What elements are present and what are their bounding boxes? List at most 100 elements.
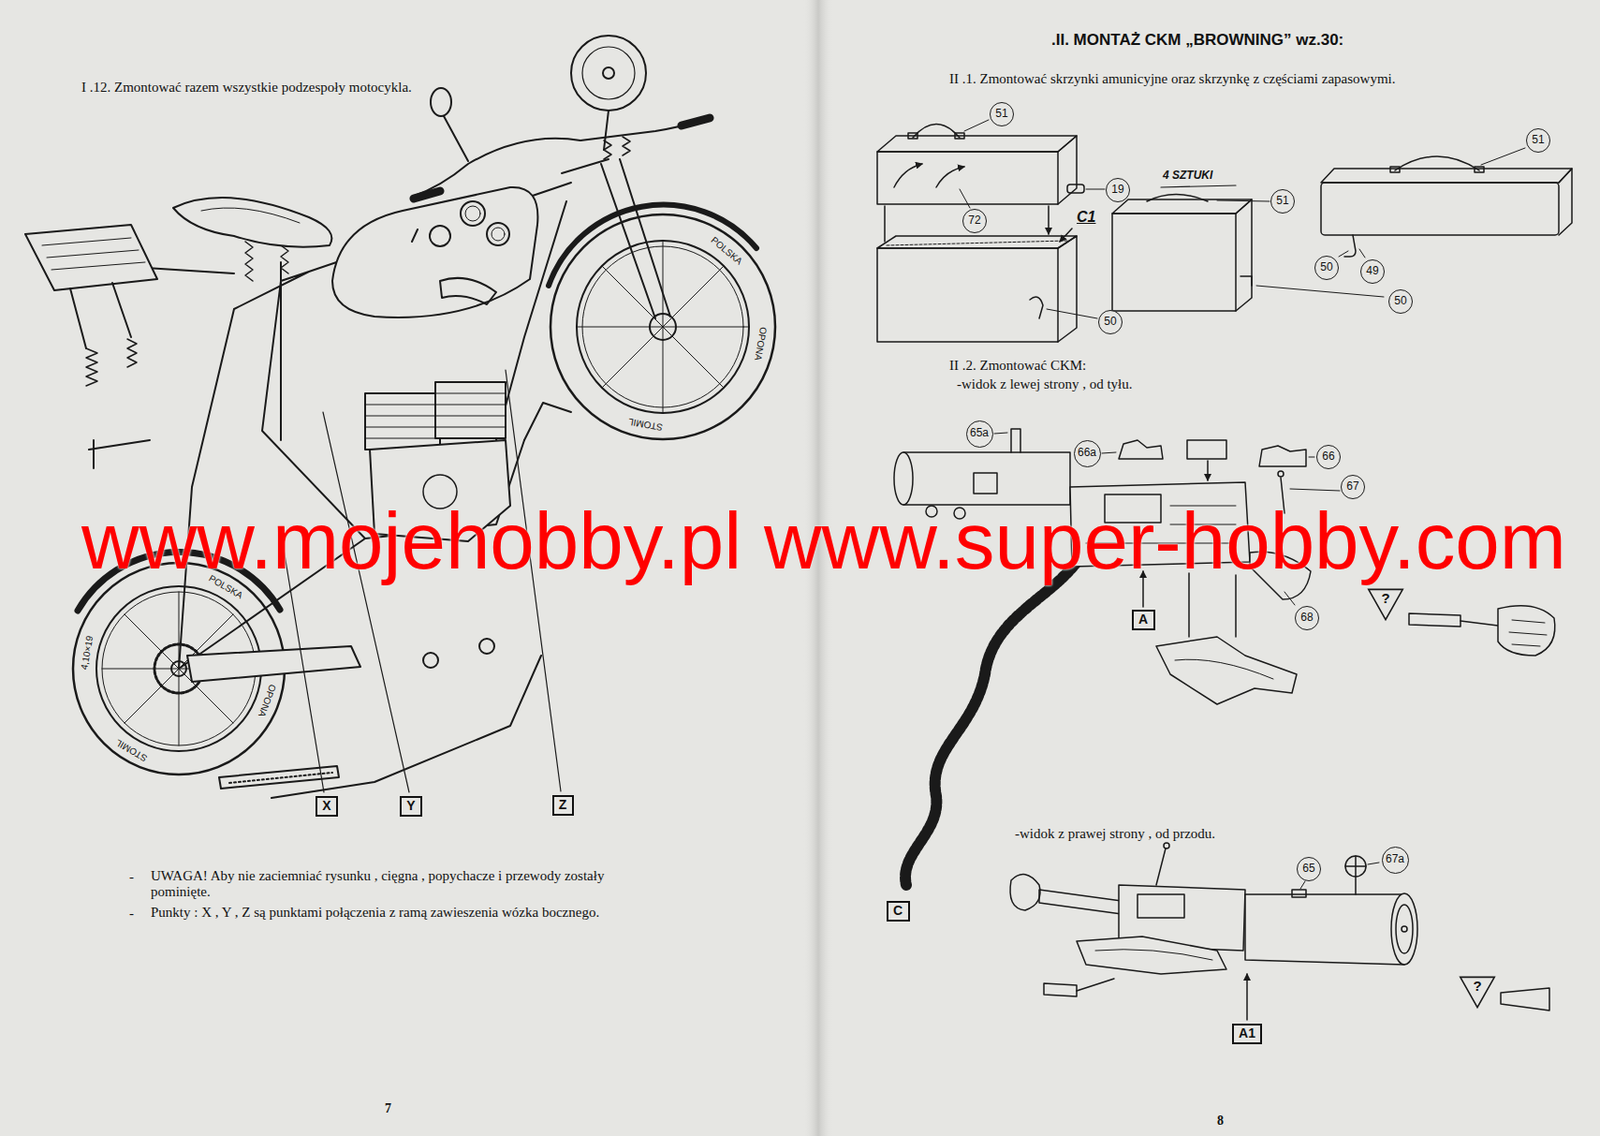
machine-gun-drawing	[894, 452, 913, 505]
reference-box: X	[315, 795, 338, 817]
machine-gun-drawing	[1156, 848, 1166, 885]
machine-gun-drawing	[1206, 460, 1209, 481]
motorcycle-drawing	[430, 88, 452, 117]
machine-gun-drawing	[1011, 428, 1021, 453]
node-text-block: X	[322, 798, 331, 813]
ammo-box-drawing	[1217, 200, 1270, 202]
reference-box: Y	[399, 795, 423, 817]
note-text: Punkty : X , Y , Z są punktami połączeni…	[150, 904, 704, 921]
callout-text: 65a	[969, 426, 989, 440]
motorcycle-drawing	[201, 207, 300, 223]
machine-gun-drawing	[1497, 605, 1556, 656]
motorcycle-drawing	[602, 67, 615, 79]
motorcycle-drawing	[571, 35, 646, 111]
bullet: -	[129, 904, 134, 922]
triangle-outline	[1460, 976, 1495, 1007]
motorcycle-drawing	[423, 652, 439, 668]
tire-text: STOMIL	[628, 415, 665, 433]
ammo-box-drawing	[1059, 228, 1072, 242]
machine-gun-drawing	[1290, 488, 1340, 491]
motorcycle-drawing	[365, 404, 441, 439]
machine-gun-drawing	[1118, 440, 1163, 459]
callout-number: 66a	[1073, 440, 1101, 468]
page-number: 8	[1217, 1113, 1224, 1130]
machine-gun-drawing	[1401, 925, 1408, 932]
motorcycle-drawing	[440, 278, 497, 305]
reference-box: C	[886, 900, 911, 922]
ammo-box-drawing	[912, 124, 960, 139]
ammo-box-drawing	[1474, 166, 1484, 173]
callout-text: 51	[995, 107, 1008, 120]
note-triangle: ?	[1367, 587, 1404, 621]
ammo-box-drawing	[1558, 168, 1572, 235]
ammo-box-drawing	[936, 166, 965, 188]
node-text-block: Z	[558, 797, 568, 812]
ammo-box-drawing	[1256, 285, 1384, 297]
motorcycle-drawing	[465, 205, 481, 221]
machine-gun-drawing	[1156, 636, 1297, 705]
motorcycle-drawing	[86, 338, 137, 386]
callout-text: Z	[558, 797, 568, 812]
view-note: -widok z lewej strony , od tyłu.	[956, 375, 1132, 393]
ammo-box-drawing	[1112, 199, 1252, 214]
tire-text: STOMIL	[114, 736, 150, 764]
tire-text: OPONA	[751, 325, 769, 362]
callout-text: 51	[1276, 194, 1289, 207]
ammo-box-drawing	[877, 135, 1077, 152]
node-text-block: 51	[995, 107, 1008, 120]
motorcycle-drawing	[649, 313, 676, 340]
machine-gun-drawing	[1163, 842, 1170, 849]
ammo-box-drawing	[1394, 156, 1480, 171]
node-text-block: 51	[1531, 133, 1544, 147]
motorcycle-drawing	[443, 116, 469, 162]
machine-gun-drawing	[1308, 456, 1315, 458]
ammo-box-drawing	[1112, 213, 1236, 311]
machine-gun-drawing	[1043, 983, 1077, 997]
motorcycle-drawing	[561, 110, 609, 174]
machine-gun-drawing	[1259, 445, 1307, 467]
callout-number: 65a	[966, 420, 994, 448]
node-text-block: 50	[1103, 315, 1116, 328]
ammo-box-drawing	[1046, 308, 1098, 319]
callout-number: 66	[1316, 444, 1341, 470]
motorcycle-drawing	[429, 225, 451, 247]
machine-gun-drawing	[1246, 973, 1248, 1020]
triangle-outline	[1368, 588, 1403, 619]
machine-gun-drawing	[1101, 452, 1116, 454]
ammo-box-drawing	[1160, 185, 1236, 188]
node-text-block: 49	[1365, 264, 1379, 278]
node-text-block: 50	[1394, 294, 1407, 308]
view-note: -widok z prawej strony , od przodu.	[1014, 824, 1216, 842]
callout-text: 50	[1394, 294, 1407, 308]
machine-gun-drawing	[1010, 874, 1041, 911]
machine-gun-drawing	[1076, 978, 1115, 991]
ammo-box-drawing	[1390, 166, 1400, 173]
motorcycle-drawing	[435, 393, 506, 427]
motorcycle-drawing	[178, 182, 572, 669]
node-text-block: 67a	[1385, 852, 1405, 866]
part-code: C1	[1076, 207, 1096, 226]
node-text-block: 66	[1321, 450, 1335, 463]
motorcycle-drawing	[171, 660, 187, 676]
node-text-block: 65a	[969, 426, 989, 440]
node-text-block: ?	[1472, 978, 1482, 995]
ammo-box-drawing	[886, 240, 1068, 246]
ammo-box-drawing	[1029, 296, 1043, 319]
machine-gun-drawing	[1174, 659, 1274, 679]
callout-number: 51	[989, 102, 1014, 127]
ammo-box-drawing	[877, 248, 1058, 342]
node-text-block: 66a	[1077, 446, 1097, 459]
machine-gun-drawing	[994, 432, 1008, 434]
callout-text: A1	[1238, 1026, 1256, 1041]
motorcycle-drawing	[365, 393, 441, 450]
ammo-box-drawing	[1344, 234, 1356, 257]
motorcycle-drawing	[42, 237, 146, 270]
callout-text: 19	[1111, 183, 1124, 196]
callout-number: 67a	[1381, 846, 1410, 874]
machine-gun-drawing	[1137, 894, 1185, 918]
motorcycle-drawing	[411, 229, 418, 242]
node-text-block: Y	[406, 798, 415, 813]
tire-text: OPONA	[255, 682, 279, 719]
ammo-box-drawing	[1086, 189, 1105, 191]
ammo-box-drawing	[964, 119, 989, 132]
